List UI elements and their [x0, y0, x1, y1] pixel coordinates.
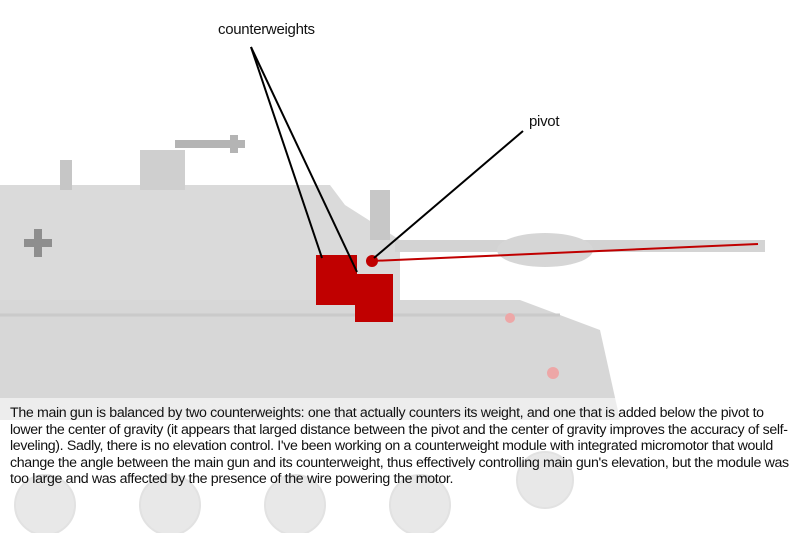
counterweight-lower — [355, 274, 393, 322]
pivot-label: pivot — [529, 113, 560, 130]
gun-fume-extractor — [497, 233, 593, 267]
tank-turret — [0, 185, 400, 300]
cross-emblem — [24, 229, 52, 257]
tank-hull — [0, 300, 620, 420]
gun-axis-line — [371, 243, 759, 262]
counterweight-upper — [316, 255, 357, 305]
counterweights-leader-1 — [250, 46, 323, 259]
pivot-leader — [373, 130, 524, 259]
counterweights-leader-2 — [250, 46, 358, 273]
caption-text: The main gun is balanced by two counterw… — [10, 405, 789, 488]
counterweights-label: counterweights — [218, 21, 315, 38]
